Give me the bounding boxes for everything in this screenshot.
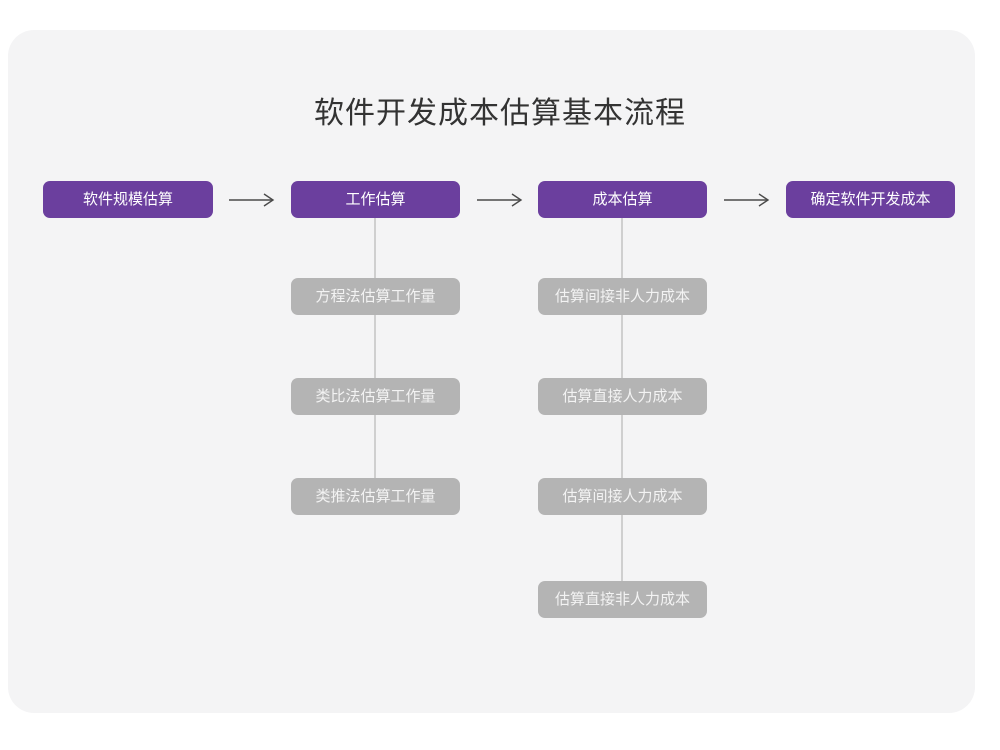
arrow-right-icon-1	[228, 192, 276, 208]
branch-node-b-2[interactable]: 类比法估算工作量	[291, 378, 460, 415]
connector-line-c1	[621, 218, 623, 278]
flow-node-software-scale-estimation[interactable]: 软件规模估算	[43, 181, 213, 218]
branch-node-c-3[interactable]: 估算间接人力成本	[538, 478, 707, 515]
branch-node-c-1[interactable]: 估算间接非人力成本	[538, 278, 707, 315]
branch-node-b-1[interactable]: 方程法估算工作量	[291, 278, 460, 315]
branch-node-b-3[interactable]: 类推法估算工作量	[291, 478, 460, 515]
flow-node-cost-estimation[interactable]: 成本估算	[538, 181, 707, 218]
page-title: 软件开发成本估算基本流程	[314, 97, 686, 130]
branch-node-c-4[interactable]: 估算直接非人力成本	[538, 581, 707, 618]
flow-node-determine-development-cost[interactable]: 确定软件开发成本	[786, 181, 955, 218]
branch-node-c-2[interactable]: 估算直接人力成本	[538, 378, 707, 415]
arrow-right-icon-3	[723, 192, 771, 208]
connector-line-c4	[621, 515, 623, 581]
connector-line-b1	[374, 218, 376, 278]
connector-line-c3	[621, 415, 623, 478]
connector-line-b3	[374, 415, 376, 478]
card-background	[8, 30, 975, 713]
connector-line-b2	[374, 315, 376, 378]
flow-node-work-estimation[interactable]: 工作估算	[291, 181, 460, 218]
arrow-right-icon-2	[476, 192, 524, 208]
connector-line-c2	[621, 315, 623, 378]
